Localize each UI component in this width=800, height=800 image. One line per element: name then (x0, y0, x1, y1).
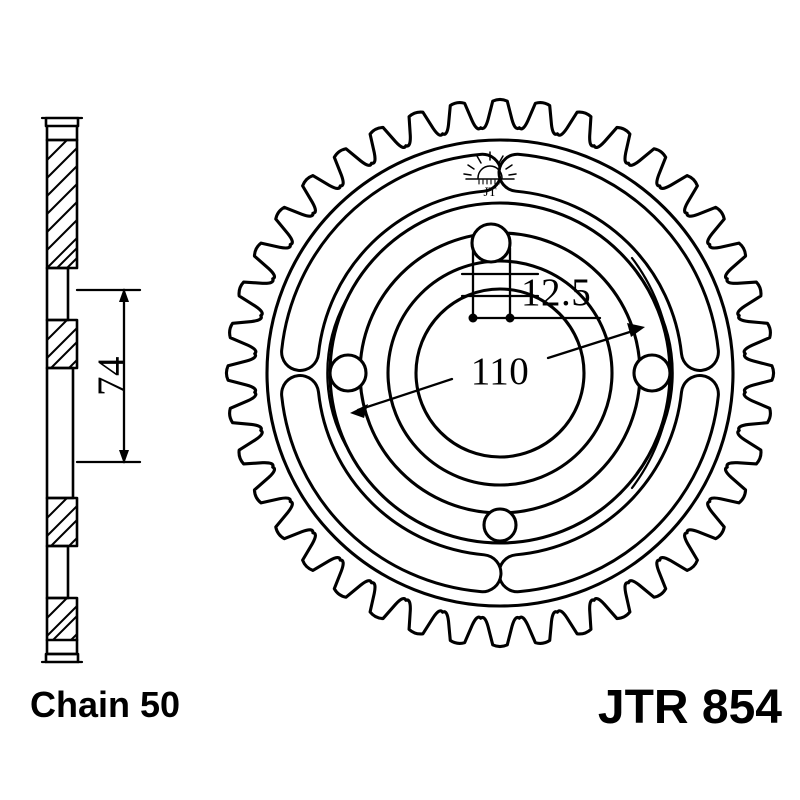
bolt-hole-bottom (482, 507, 518, 543)
dim-12-5-dot-right (505, 313, 515, 323)
side-section-view: 74 (40, 116, 142, 664)
bolt-hole-right (632, 353, 672, 393)
dim-110-arrow-left (350, 404, 368, 418)
dim-74-arrow-bottom (119, 450, 129, 464)
bolt-hole-left (328, 353, 368, 393)
rim-outer-ring (265, 138, 735, 608)
dim-12-5-value: 12.5 (521, 271, 591, 314)
arc-slot-bottom-right-fill (500, 377, 717, 591)
sun-rays-icon (463, 151, 517, 176)
dim-12-5-group: 12.5 (460, 222, 602, 323)
dim-110-value: 110 (471, 350, 530, 393)
chain-label: Chain 50 (30, 684, 180, 725)
sun-shading-ticks (478, 179, 500, 185)
dim-74-arrow-top (119, 288, 129, 302)
dim-74-value: 74 (90, 356, 133, 396)
arc-slot-top-right-fill (500, 155, 717, 369)
dim-110-arrow-right (627, 323, 645, 337)
jt-monogram: JT (484, 184, 497, 199)
front-view: 12.5 110 (224, 97, 776, 649)
sun-disc-icon (477, 165, 503, 179)
arc-slot-bottom-left-fill (283, 377, 500, 591)
part-number-label: JTR 854 (598, 681, 782, 734)
sprocket-tooth-outline (224, 97, 776, 649)
dim-12-5-dot-left (468, 313, 478, 323)
arc-slot-group (280, 152, 720, 594)
jt-sunrise-logo: JT (463, 151, 517, 199)
arc-slot-top-left-fill (283, 155, 500, 369)
side-view-lower-hatching (46, 597, 78, 641)
sprocket-teeth-ring (224, 97, 776, 649)
side-view-upper-hatching (46, 139, 78, 269)
side-view-lower-flange-hatching (46, 497, 78, 547)
dim-110-leader-left (356, 377, 454, 412)
bolt-circle-arc-left (326, 298, 348, 448)
dim-110-leader-right (546, 328, 638, 360)
center-bore-ring (414, 287, 586, 459)
side-view-upper-flange-hatching (46, 319, 78, 369)
dim-12-5-hole-symbol (470, 222, 512, 264)
dim-110-group: 110 (350, 323, 645, 418)
